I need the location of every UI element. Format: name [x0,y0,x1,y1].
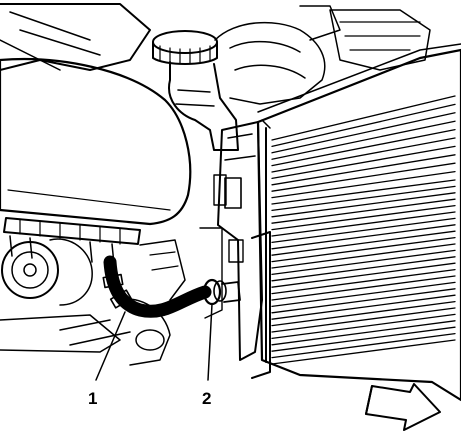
condenser-fin [271,294,456,320]
condenser-fin [271,170,456,199]
condenser [251,43,461,402]
condenser-fin [271,211,456,237]
condenser-fin [271,179,456,205]
condenser-fin [271,256,456,282]
condenser-fin [271,243,456,269]
condenser-fin [271,281,456,308]
direction-arrow-icon [365,383,441,431]
condenser-fin [271,154,456,186]
condenser-fin [271,137,456,173]
condenser-fin [271,204,456,231]
condenser-fin [271,326,456,352]
refrigerant-hose [102,255,212,318]
condenser-fin [271,217,456,244]
condenser-fin [271,230,456,256]
mounting-bracket [199,121,263,361]
condenser-fin [271,185,456,212]
condenser-fin [271,313,456,340]
condenser-fins [271,95,456,365]
condenser-fin [271,339,456,365]
condenser-fin [271,162,456,192]
condenser-fin [271,236,456,263]
callout-label-2: 2 [202,389,211,408]
condenser-fin [271,307,456,333]
condenser-fin [271,332,456,359]
condenser-fin [271,95,456,141]
condenser-fin [271,300,456,327]
compressor [0,238,186,366]
fan-shroud [0,57,192,226]
reservoir [152,30,239,151]
condenser-fin [271,288,456,314]
condenser-fin [271,268,456,295]
condenser-fin [271,320,456,346]
wiring-harness [3,217,141,265]
condenser-fin [271,249,456,276]
condenser-fin [271,224,456,250]
condenser-fin [271,145,456,180]
condenser-fin [271,103,456,148]
callout-leaders [95,303,213,381]
condenser-fin [271,262,456,288]
condenser-fin [271,128,456,167]
condenser-fin [271,198,456,224]
condenser-fin [271,120,456,160]
condenser-fin [271,192,456,218]
engine-background [0,3,431,105]
condenser-fin [271,112,456,154]
condenser-fin [271,275,456,301]
callout-label-1: 1 [88,389,97,408]
